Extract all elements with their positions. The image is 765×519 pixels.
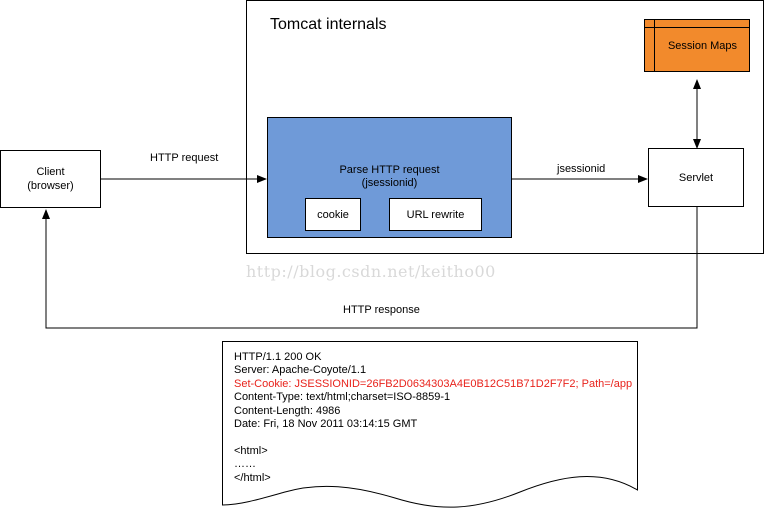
response-line: Date: Fri, 18 Nov 2011 03:14:15 GMT [234, 418, 418, 431]
response-line: HTTP/1.1 200 OK [234, 351, 322, 363]
client-label: Client [36, 166, 65, 178]
parser-label: Parse HTTP request [339, 164, 440, 176]
response-line: …… [234, 458, 256, 471]
session-maps-side-strip [654, 20, 655, 71]
http-response-label: HTTP response [343, 304, 420, 316]
servlet-node: Servlet [648, 148, 744, 207]
url-rewrite-node: URL rewrite [389, 198, 482, 231]
watermark-text: http://blog.csdn.net/keitho00 [246, 262, 496, 281]
cookie-node: cookie [305, 198, 361, 231]
container-title: Tomcat internals [270, 16, 387, 33]
tomcat-container-border [246, 0, 764, 254]
url-rewrite-label: URL rewrite [406, 208, 465, 221]
response-document-shape [222, 341, 638, 508]
parser-node: Parse HTTP request (jsessionid) cookie U… [267, 117, 512, 238]
response-line: Server: Apache-Coyote/1.1 [234, 364, 367, 377]
client-sublabel: (browser) [27, 180, 74, 192]
servlet-label: Servlet [678, 171, 714, 184]
session-maps-label: Session Maps [667, 40, 738, 52]
client-node: Client (browser) [0, 150, 101, 208]
response-line [234, 431, 632, 444]
cookie-label: cookie [317, 208, 349, 221]
response-line: Content-Type: text/html;charset=ISO-8859… [234, 391, 451, 404]
parser-sublabel: (jsessionid) [361, 177, 418, 189]
session-maps-node: Session Maps [644, 19, 750, 72]
response-line: </html> [234, 471, 271, 484]
jsessionid-label: jsessionid [557, 163, 606, 175]
set-cookie-line: Set-Cookie: JSESSIONID=26FB2D0634303A4E0… [234, 377, 633, 390]
response-line: Content-Length: 4986 [234, 404, 341, 417]
http-request-label: HTTP request [150, 152, 219, 164]
session-maps-header-strip [645, 20, 749, 28]
response-line: <html> [234, 444, 268, 457]
http-response-arrow [42, 207, 698, 329]
